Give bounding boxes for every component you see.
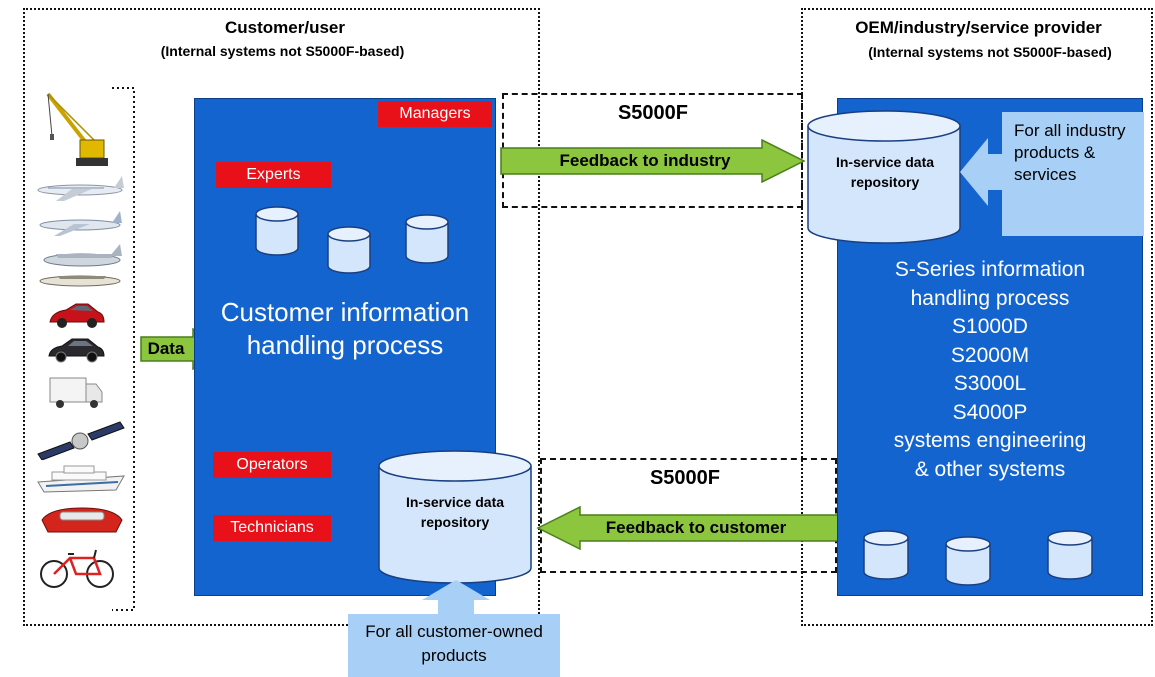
- provider-process-label: S-Series information handling process S1…: [840, 256, 1140, 484]
- provider-title: OEM/industry/service provider: [855, 18, 1102, 37]
- role-managers: Managers: [378, 101, 492, 127]
- process-line: systems engineering: [893, 429, 1087, 452]
- feedback-to-industry-label: Feedback to industry: [559, 151, 731, 170]
- transport-plane-icon: [43, 244, 122, 267]
- process-line: S1000D: [952, 315, 1028, 338]
- customer-note-box: [348, 614, 560, 677]
- customer-frame: [23, 8, 540, 626]
- role-technicians: Technicians: [213, 515, 331, 541]
- process-line: S4000P: [952, 400, 1028, 424]
- customer-input-arrow: [422, 580, 490, 620]
- process-line: S2000M: [950, 343, 1030, 367]
- provider-database-icon: [1047, 530, 1093, 580]
- provider-subtitle: (Internal systems not S5000F-based): [868, 44, 1112, 60]
- process-line: S-Series information: [894, 258, 1086, 281]
- customer-database-icon: [327, 226, 371, 274]
- feedback-to-customer-arrow: [536, 506, 841, 550]
- customer-database-icon: [405, 214, 449, 264]
- provider-repository-label: In-service data repository: [835, 154, 935, 190]
- satellite-icon: [37, 421, 125, 460]
- red-car-icon: [49, 303, 105, 328]
- customer-note-text: For all customer-owned products: [365, 622, 543, 665]
- customer-database-icon: [255, 206, 299, 256]
- black-car-icon: [48, 338, 105, 363]
- customer-process-label: Customer information handling process: [220, 297, 470, 360]
- asset-column: [30, 86, 130, 606]
- process-line: handling process: [910, 286, 1070, 310]
- provider-input-arrow: [960, 138, 1008, 206]
- role-operators: Operators: [213, 452, 331, 478]
- provider-note-box: [1002, 112, 1144, 236]
- bicycle-icon: [40, 549, 114, 588]
- s5000f-bottom-label: S5000F: [649, 467, 721, 489]
- provider-frame: [801, 8, 1153, 626]
- lifeboat-icon: [41, 507, 123, 533]
- process-line: & other systems: [914, 457, 1066, 481]
- data-arrow-label: Data: [147, 339, 185, 358]
- process-line: S3000L: [953, 372, 1027, 395]
- customer-title: Customer/user: [225, 18, 345, 37]
- customer-subtitle: (Internal systems not S5000F-based): [160, 43, 405, 59]
- provider-database-icon: [863, 530, 909, 580]
- jet-icon: [39, 211, 122, 236]
- cruise-ship-icon: [37, 465, 125, 493]
- s5000f-top-label: S5000F: [617, 102, 689, 124]
- truck-icon: [49, 377, 103, 408]
- airliner-icon: [37, 176, 124, 201]
- patrol-plane-icon: [39, 275, 121, 287]
- customer-repository-label: In-service data repository: [405, 494, 505, 530]
- role-experts: Experts: [216, 162, 331, 188]
- provider-note-text: For all industry products & services: [1014, 121, 1126, 184]
- crane-icon: [46, 92, 108, 166]
- provider-repository-cylinder: [807, 110, 961, 244]
- feedback-to-customer-label: Feedback to customer: [605, 518, 787, 537]
- provider-database-icon: [945, 536, 991, 586]
- feedback-to-industry-arrow: [500, 139, 806, 183]
- asset-bracket: [112, 87, 135, 611]
